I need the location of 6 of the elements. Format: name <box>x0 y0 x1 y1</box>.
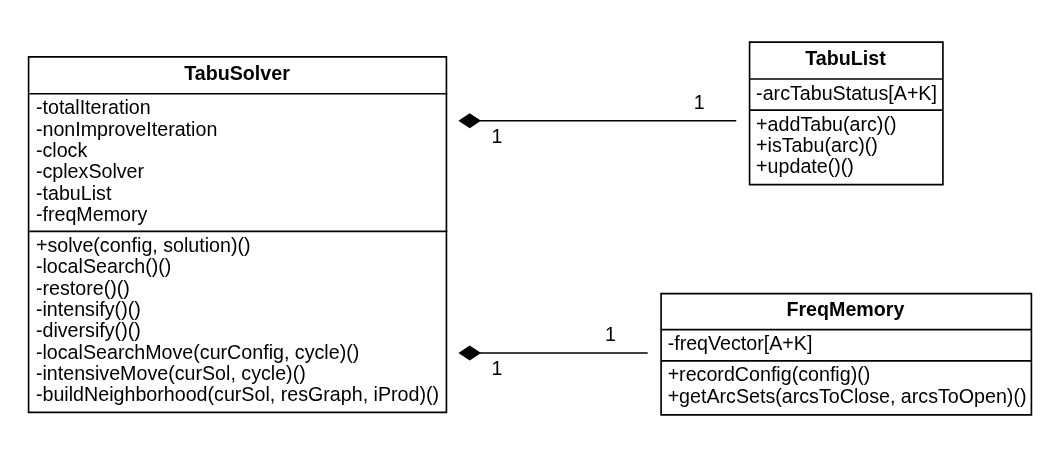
label: 1 <box>491 356 503 379</box>
connector <box>458 112 738 128</box>
connector <box>458 345 649 361</box>
label: 1 <box>693 90 705 113</box>
label: 1 <box>491 124 503 147</box>
label: 1 <box>605 322 617 345</box>
